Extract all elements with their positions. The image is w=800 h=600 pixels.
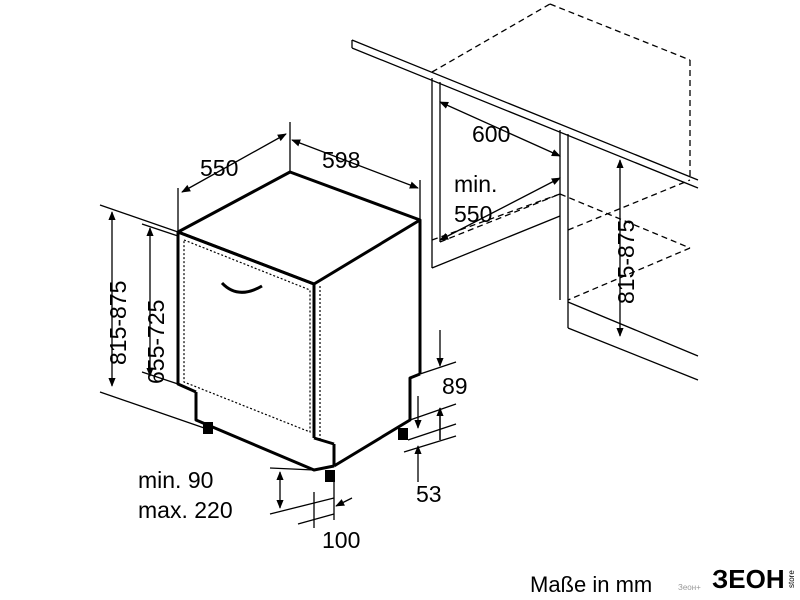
dim-height-label: 815-875 — [105, 281, 131, 365]
dim-depth-label: 550 — [200, 155, 238, 181]
dim-niche-min-value: 550 — [454, 201, 492, 227]
dishwasher-body — [176, 170, 422, 482]
dimension-lines — [99, 101, 624, 528]
dim-plinth-min-label: min. 90 — [138, 467, 213, 493]
dim-plinth-max-label: max. 220 — [138, 497, 233, 523]
dim-niche-depth-label: 600 — [472, 121, 510, 147]
dim-foot-height-label: 53 — [416, 481, 442, 507]
dim-plinth-offset-label: 89 — [442, 373, 468, 399]
brand-logo: ЗЕОН store — [712, 564, 796, 594]
dim-niche-min-label: min. — [454, 171, 497, 197]
dim-niche-height-label: 815-875 — [613, 220, 639, 304]
dim-width-label: 598 — [322, 147, 360, 173]
units-caption: Maße in mm — [530, 572, 652, 597]
dim-foot-depth-label: 100 — [322, 527, 360, 553]
logo-subtext: store — [787, 570, 796, 588]
dim-door-height-label: 655-725 — [143, 300, 169, 384]
logo-text: ЗЕОН — [712, 564, 785, 594]
cabinet-niche — [351, 3, 699, 381]
watermark-text: Зеон+ — [678, 583, 701, 592]
